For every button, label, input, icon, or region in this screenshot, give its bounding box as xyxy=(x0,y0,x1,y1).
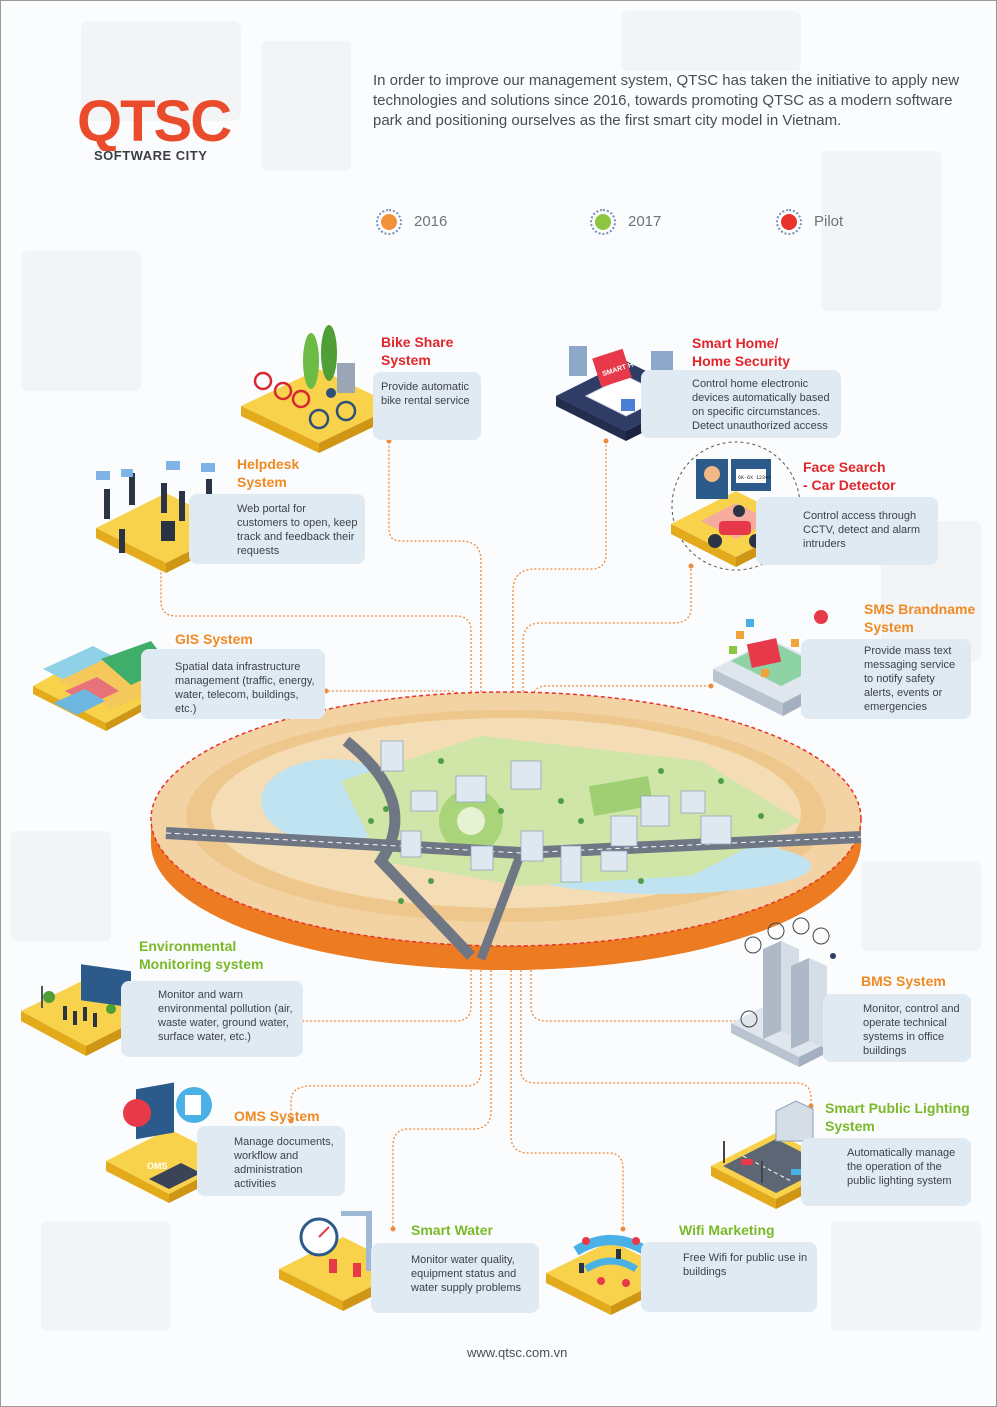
helpdesk-title: Helpdesk System xyxy=(237,456,300,490)
oms-screen-text: OMS xyxy=(147,1161,168,1171)
legend-label: 2016 xyxy=(414,213,448,230)
smart-water-title: Smart Water xyxy=(411,1222,493,1238)
oms-card xyxy=(197,1126,345,1196)
gis-title: GIS System xyxy=(175,631,253,647)
smart-home-card xyxy=(641,370,841,438)
smart-home-description: Control home electronic devices automati… xyxy=(692,378,830,432)
oms-description: Manage documents, workflow and administr… xyxy=(234,1136,334,1190)
smart-home-title: Smart Home/ Home Security xyxy=(692,335,791,369)
gis-description: Spatial data infrastructure management (… xyxy=(175,661,315,715)
face-search-title: Face Search - Car Detector xyxy=(803,459,896,493)
legend-swatch-2017 xyxy=(590,209,616,235)
sms-brandname-title: SMS Brandname System xyxy=(864,601,976,635)
helpdesk-card xyxy=(189,494,365,564)
bike-share-description: Provide automatic bike rental service xyxy=(381,381,470,407)
environmental-title: Environmental Monitoring system xyxy=(139,938,264,972)
legend-swatch-pilot xyxy=(776,209,802,235)
wifi-marketing-card xyxy=(641,1242,817,1312)
wifi-marketing-title: Wifi Marketing xyxy=(679,1222,775,1238)
legend-label: 2017 xyxy=(628,213,662,230)
footer-url[interactable]: www.qtsc.com.vn xyxy=(467,1345,568,1360)
smart-lighting-title: Smart Public Lighting System xyxy=(825,1100,970,1134)
environmental-card xyxy=(121,981,303,1057)
qtsc-logo: QTSC SOFTWARE CITY xyxy=(75,89,245,171)
face-search-description: Control access through CCTV, detect and … xyxy=(803,510,920,550)
bike-share-title: Bike Share System xyxy=(381,334,454,368)
plate-text: 6K-6X 12340 xyxy=(738,475,771,481)
legend-label: Pilot xyxy=(814,213,844,230)
bms-card xyxy=(823,994,971,1062)
bms-title: BMS System xyxy=(861,973,946,989)
bms-description: Monitor, control and operate technical s… xyxy=(863,1003,960,1057)
bike-share-illustration xyxy=(241,325,396,453)
smart-lighting-card xyxy=(801,1138,971,1206)
gis-card xyxy=(141,649,325,719)
legend-swatch-2016 xyxy=(376,209,402,235)
logo-brand-text: QTSC xyxy=(77,91,231,151)
smart-water-card xyxy=(371,1243,539,1313)
smart-water-description: Monitor water quality, equipment status … xyxy=(411,1254,522,1294)
city-disc xyxy=(150,691,862,970)
qtsc-logo-mark: QTSC xyxy=(77,89,233,154)
helpdesk-description: Web portal for customers to open, keep t… xyxy=(237,503,358,557)
bike-share-card xyxy=(373,372,481,440)
environmental-description: Monitor and warn environmental pollution… xyxy=(158,989,293,1043)
oms-title: OMS System xyxy=(234,1108,320,1124)
smart-lighting-description: Automatically manage the operation of th… xyxy=(847,1147,956,1187)
intro-paragraph: In order to improve our management syste… xyxy=(373,72,960,129)
wifi-marketing-description: Free Wifi for public use in buildings xyxy=(683,1252,808,1278)
logo-subtitle: SOFTWARE CITY xyxy=(94,148,208,163)
sms-brandname-description: Provide mass text messaging service to n… xyxy=(864,645,956,713)
sms-brandname-card xyxy=(801,639,971,719)
face-search-card xyxy=(756,497,938,565)
